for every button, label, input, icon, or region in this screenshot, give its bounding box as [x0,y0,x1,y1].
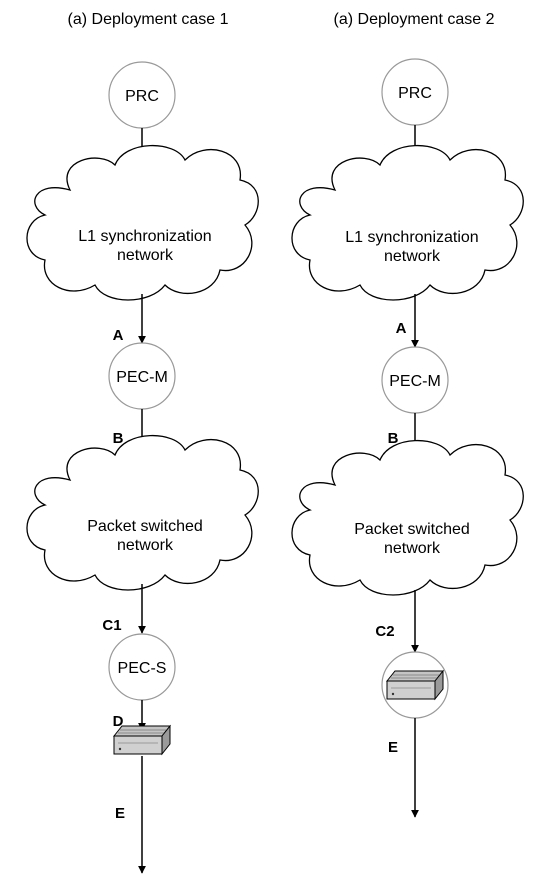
case1-packet-network-cloud: Packet switched network [26,434,259,591]
case1-title: (a) Deployment case 1 [68,11,229,28]
case2-title: (a) Deployment case 2 [334,11,495,28]
case2-column: (a) Deployment case 2 PRC L1 synchroniza… [291,11,524,818]
case1-point-e: E [115,805,125,822]
case1-pec-m-label: PEC-M [116,369,168,386]
case2-server-device-icon [386,670,444,700]
case2-point-c2: C2 [375,623,394,640]
case2-psn-label-line2: network [384,540,441,557]
case1-pec-m-node: PEC-M [108,342,176,410]
case1-psn-label-line2: network [117,537,174,554]
case1-prc-label: PRC [125,88,159,105]
case1-prc-node: PRC [108,61,176,129]
case2-point-b: B [388,430,399,447]
case2-l1-network-cloud: L1 synchronization network [291,144,524,301]
case1-point-b: B [113,430,124,447]
case2-pec-m-label: PEC-M [389,373,441,390]
case2-l1-label-line1: L1 synchronization [345,229,478,246]
case2-prc-node: PRC [381,58,449,126]
case1-l1-network-cloud: L1 synchronization network [26,144,259,301]
case1-l1-label-line1: L1 synchronization [78,228,211,245]
case2-packet-network-cloud: Packet switched network [291,439,524,596]
case2-point-e: E [388,739,398,756]
case1-point-a: A [113,327,124,344]
case2-prc-label: PRC [398,85,432,102]
case1-point-c1: C1 [102,617,121,634]
case2-psn-label-line1: Packet switched [354,521,470,538]
case1-server-device-icon [113,725,171,755]
case1-point-d: D [113,713,124,730]
case1-pec-s-node: PEC-S [108,633,176,701]
case2-l1-label-line2: network [384,248,441,265]
case2-device-node [381,651,449,719]
case1-l1-label-line2: network [117,247,174,264]
case2-pec-m-node: PEC-M [381,346,449,414]
case1-column: (a) Deployment case 1 PRC L1 synchroniza… [26,11,259,874]
case1-pec-s-label: PEC-S [118,660,167,677]
case1-psn-label-line1: Packet switched [87,518,203,535]
case2-point-a: A [396,320,407,337]
